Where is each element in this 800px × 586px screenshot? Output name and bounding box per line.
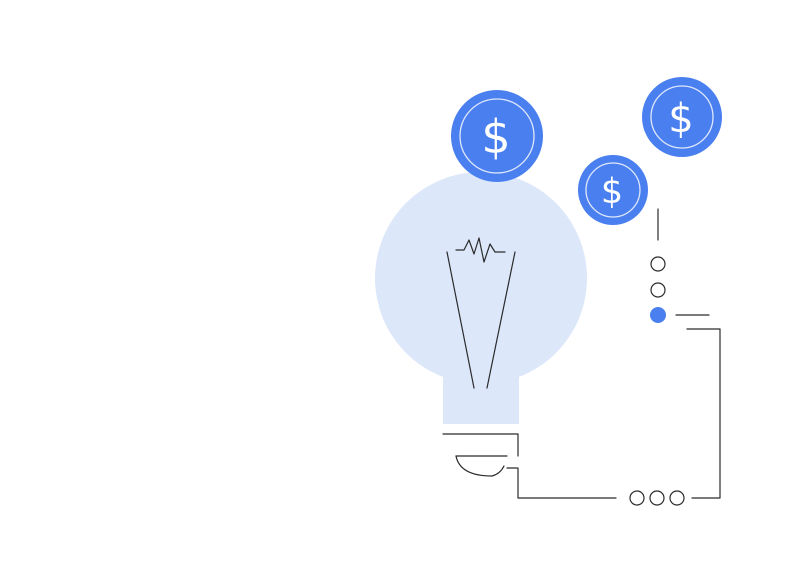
coin-disc: [642, 77, 722, 157]
indicator-dot: [649, 490, 665, 506]
filament-icon: [446, 237, 516, 389]
indicator-dot: [629, 490, 645, 506]
lightbulb: [375, 172, 587, 477]
coin-ring: [585, 162, 641, 218]
dollar-sign-icon: $: [601, 172, 623, 212]
indicator-dot: [650, 256, 666, 272]
horizontal-indicator-dots: [629, 490, 685, 506]
indicator-dot-active: [650, 307, 666, 323]
coin-medium: $: [642, 77, 722, 157]
dollar-sign-icon: $: [481, 110, 510, 164]
bulb-base: [442, 433, 519, 477]
coin-disc: [578, 155, 648, 225]
coin-ring: [459, 98, 535, 174]
circuit-wire: [517, 208, 721, 499]
vertical-indicator-dots: [650, 256, 666, 323]
bulb-neck: [443, 360, 519, 424]
coin-small: $: [578, 155, 648, 225]
coin-ring: [650, 85, 714, 149]
bulb-glass: [375, 172, 587, 384]
indicator-dot: [669, 490, 685, 506]
coin-disc: [451, 90, 543, 182]
coin-large: $: [451, 90, 543, 182]
indicator-dot: [650, 282, 666, 298]
dollar-sign-icon: $: [668, 96, 693, 142]
